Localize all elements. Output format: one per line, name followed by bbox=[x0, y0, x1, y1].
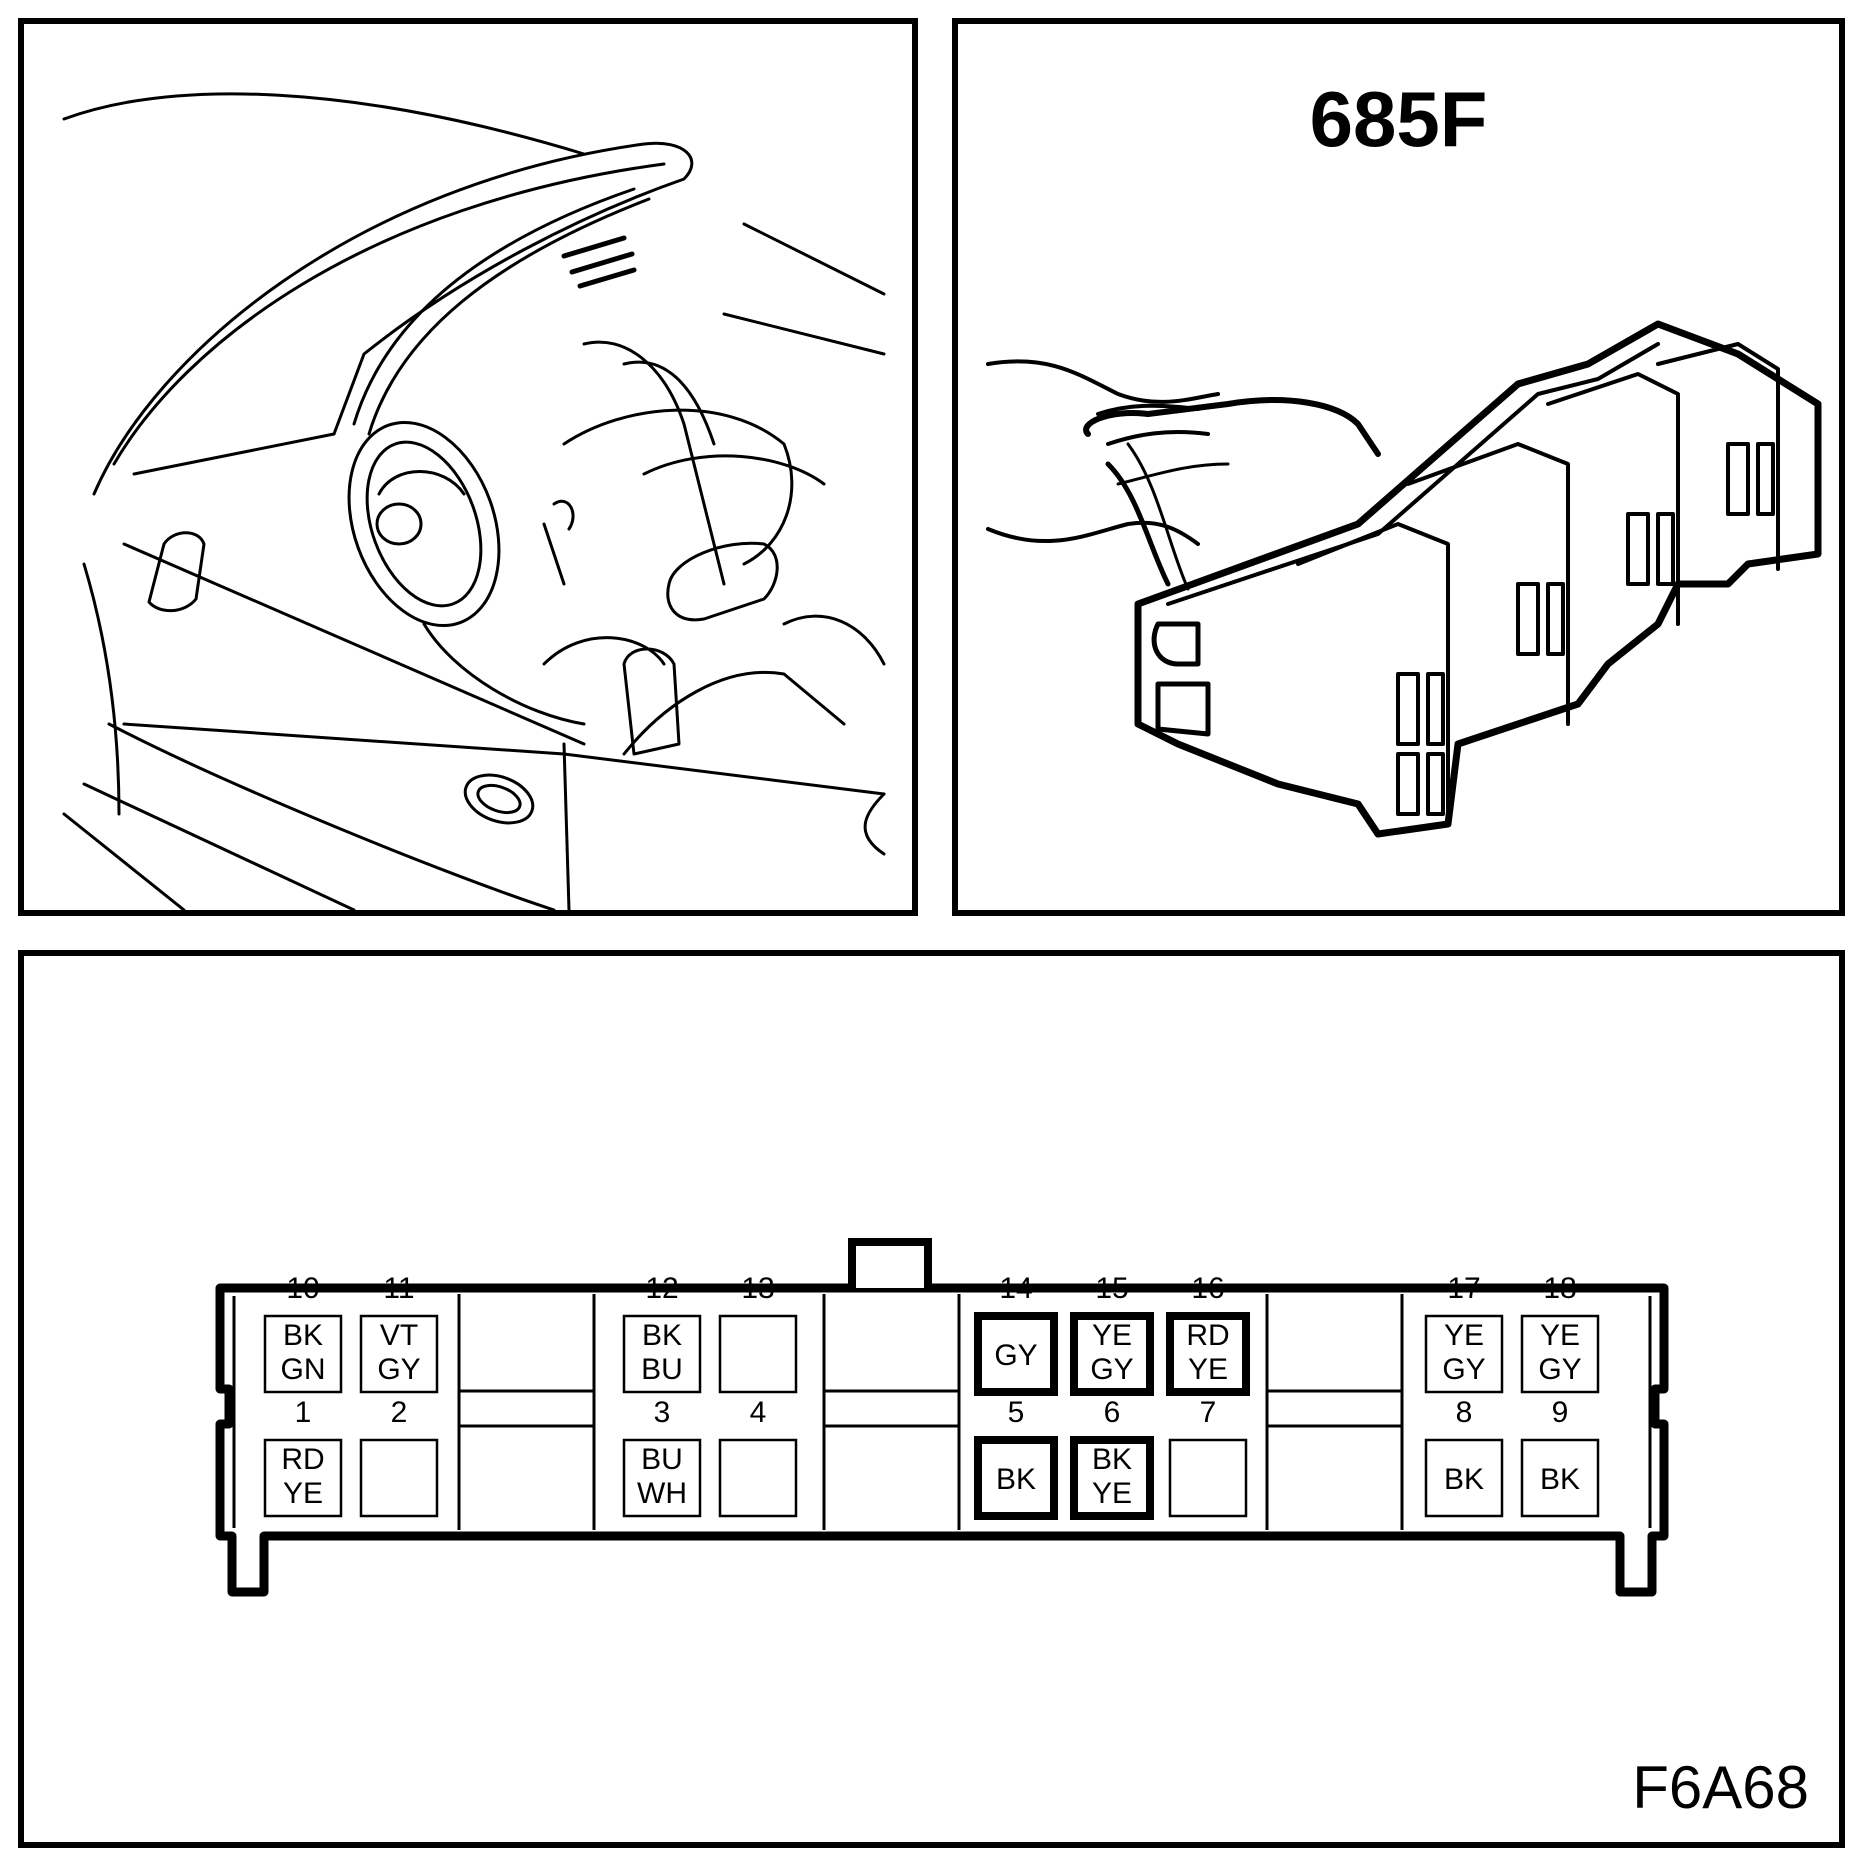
pin-cavity-highlighted bbox=[974, 1436, 1058, 1520]
wire-color-code: GY bbox=[1538, 1353, 1581, 1386]
pin-number: 9 bbox=[1552, 1396, 1569, 1429]
wire-color-code: BU bbox=[641, 1353, 683, 1386]
connector-housing-outline bbox=[215, 1283, 1669, 1597]
pin-cavity bbox=[1424, 1438, 1504, 1518]
pin-number: 13 bbox=[741, 1272, 774, 1305]
connector-panel: 685F bbox=[952, 18, 1845, 916]
pin-cavity bbox=[718, 1314, 798, 1394]
pin-cavity bbox=[263, 1438, 343, 1518]
wire-color-code: GY bbox=[1090, 1353, 1133, 1386]
pin-9: 9BK bbox=[1520, 1396, 1600, 1518]
pin-number: 2 bbox=[391, 1396, 408, 1429]
wire-color-code: VT bbox=[380, 1319, 418, 1352]
location-panel bbox=[18, 18, 918, 916]
wire-color-code: YE bbox=[1444, 1319, 1484, 1352]
pin-cavity bbox=[622, 1314, 702, 1394]
wire-color-code: YE bbox=[1092, 1319, 1132, 1352]
pin-number: 3 bbox=[654, 1396, 671, 1429]
pin-cavity bbox=[1520, 1314, 1600, 1394]
wire-color-code: YE bbox=[1188, 1353, 1228, 1386]
pin-8: 8BK bbox=[1424, 1396, 1504, 1518]
wire-color-code: YE bbox=[283, 1477, 323, 1510]
wire-color-code: GN bbox=[281, 1353, 326, 1386]
figure-code-label: F6A68 bbox=[1632, 1754, 1809, 1821]
pin-number: 7 bbox=[1200, 1396, 1217, 1429]
pin-cavity-highlighted bbox=[1070, 1436, 1154, 1520]
wire-color-code: BK bbox=[996, 1463, 1036, 1496]
pin-cavity bbox=[359, 1438, 439, 1518]
connector-latch bbox=[848, 1238, 932, 1288]
pin-cavity bbox=[1168, 1438, 1248, 1518]
wire-color-code: WH bbox=[637, 1477, 687, 1510]
wire-color-code: BK bbox=[642, 1319, 682, 1352]
wire-color-code: GY bbox=[377, 1353, 420, 1386]
pin-cavity-highlighted bbox=[1166, 1312, 1250, 1396]
connector-id-label: 685F bbox=[1309, 75, 1488, 163]
pin-number: 15 bbox=[1095, 1272, 1128, 1305]
pin-number: 6 bbox=[1104, 1396, 1121, 1429]
pin-number: 5 bbox=[1008, 1396, 1025, 1429]
wire-color-code: YE bbox=[1540, 1319, 1580, 1352]
wire-color-code: GY bbox=[1442, 1353, 1485, 1386]
pin-2: 2 bbox=[359, 1396, 439, 1518]
pin-number: 1 bbox=[295, 1396, 312, 1429]
pin-number: 4 bbox=[750, 1396, 767, 1429]
wire-color-code: YE bbox=[1092, 1477, 1132, 1510]
pin-cavity bbox=[718, 1438, 798, 1518]
pin-7: 7 bbox=[1168, 1396, 1248, 1518]
pin-number: 14 bbox=[999, 1272, 1032, 1305]
pin-4: 4 bbox=[718, 1396, 798, 1518]
wire-color-code: BK bbox=[1444, 1463, 1484, 1496]
wire-color-code: BK bbox=[1092, 1443, 1132, 1476]
pin-number: 17 bbox=[1447, 1272, 1480, 1305]
wire-color-code: RD bbox=[281, 1443, 324, 1476]
connector-face-view: 10BKGN11VTGY1RDYE212BKBU133BUWH414GY15YE… bbox=[215, 1238, 1669, 1597]
pin-13: 13 bbox=[718, 1272, 798, 1394]
pin-5: 5BK bbox=[974, 1396, 1058, 1520]
pin-cavity bbox=[359, 1314, 439, 1394]
wire-color-code: RD bbox=[1186, 1319, 1229, 1352]
pin-cavity bbox=[1520, 1438, 1600, 1518]
pin-cavity bbox=[1424, 1314, 1504, 1394]
pin-number: 18 bbox=[1543, 1272, 1576, 1305]
pin-cavity-highlighted bbox=[974, 1312, 1058, 1396]
wire-color-code: BK bbox=[1540, 1463, 1580, 1496]
wire-color-code: BK bbox=[283, 1319, 323, 1352]
pin-cavity bbox=[263, 1314, 343, 1394]
connector-housing-illustration bbox=[986, 320, 1822, 838]
wire-color-code: GY bbox=[994, 1339, 1037, 1372]
pin-number: 8 bbox=[1456, 1396, 1473, 1429]
pin-number: 10 bbox=[286, 1272, 319, 1305]
pin-cavity-highlighted bbox=[1070, 1312, 1154, 1396]
pin-cavity bbox=[622, 1438, 702, 1518]
pin-number: 12 bbox=[645, 1272, 678, 1305]
wire-color-code: BU bbox=[641, 1443, 683, 1476]
pin-number: 16 bbox=[1191, 1272, 1224, 1305]
vehicle-interior-illustration bbox=[62, 92, 886, 910]
pin-number: 11 bbox=[383, 1272, 414, 1305]
